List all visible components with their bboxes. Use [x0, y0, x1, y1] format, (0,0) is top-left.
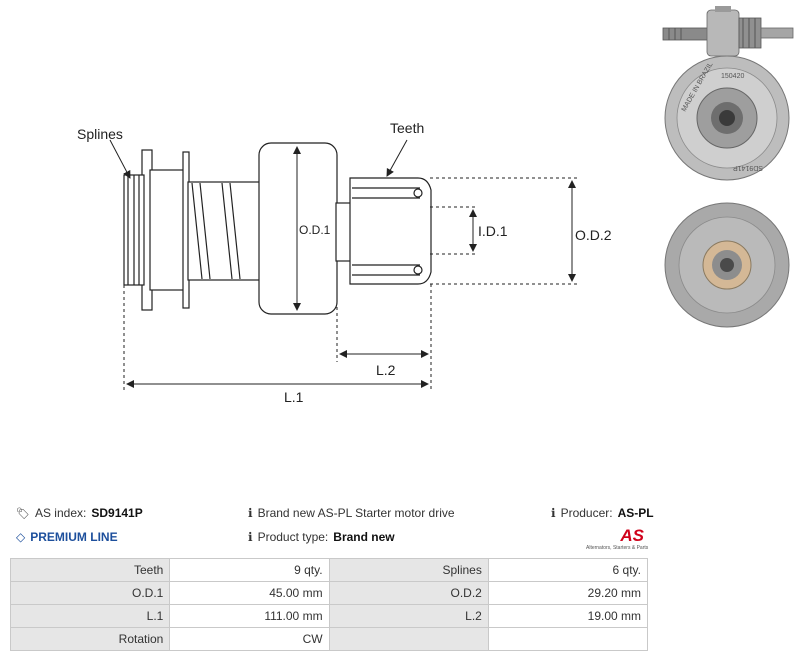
product-type-value: Brand new — [333, 530, 395, 544]
as-index-row: 🏷 AS index: SD9141P — [16, 506, 143, 520]
spec-value: 45.00 mm — [169, 581, 330, 605]
stamp-number: 150420 — [721, 73, 744, 80]
pinion-gear — [349, 177, 432, 285]
table-row: O.D.1 45.00 mm O.D.2 29.20 mm — [9, 581, 649, 605]
as-index-value: SD9141P — [91, 506, 143, 520]
side-view-photo — [662, 6, 794, 57]
rear-view-photo — [664, 202, 790, 328]
spec-value: 111.00 mm — [169, 604, 330, 628]
producer-label: Producer: — [560, 506, 613, 520]
premium-line-label: PREMIUM LINE — [30, 530, 118, 544]
front-view-photo: MADE IN BRAZIL 150420 SD9141P — [664, 55, 790, 181]
splines-leader — [109, 139, 131, 179]
product-type-label: Product type: — [257, 530, 329, 544]
spec-value: CW — [169, 627, 330, 651]
product-type-row: ℹ︎ Product type: Brand new — [248, 530, 395, 544]
label-id1: I.D.1 — [478, 223, 508, 239]
logo-tagline: Alternators, Starters & Parts — [586, 545, 649, 551]
spec-label: L.1 — [9, 604, 171, 628]
spec-label: Teeth — [9, 558, 171, 582]
spec-label: O.D.1 — [9, 581, 171, 605]
info-icon: ℹ︎ — [248, 506, 253, 520]
info-icon: ℹ︎ — [248, 530, 253, 544]
label-splines: Splines — [77, 126, 123, 142]
diamond-icon: ◇ — [16, 530, 26, 544]
spec-value: 9 qty. — [169, 558, 330, 582]
label-l2: L.2 — [376, 362, 396, 378]
label-od2: O.D.2 — [575, 227, 612, 243]
spec-table: Teeth 9 qty. Splines 6 qty. O.D.1 45.00 … — [9, 558, 649, 651]
spec-label: O.D.2 — [328, 581, 489, 605]
producer-value: AS-PL — [617, 506, 654, 520]
label-l1: L.1 — [284, 389, 304, 405]
description-row: ℹ︎ Brand new AS-PL Starter motor drive — [248, 506, 455, 520]
as-pl-logo: AS Alternators, Starters & Parts — [586, 526, 648, 552]
spec-value: 6 qty. — [487, 558, 649, 582]
table-row: L.1 111.00 mm L.2 19.00 mm — [9, 604, 649, 628]
premium-line-row: ◇ PREMIUM LINE — [16, 530, 118, 544]
logo-text: AS — [620, 526, 644, 545]
as-index-label: AS index: — [34, 506, 87, 520]
label-teeth: Teeth — [390, 120, 424, 136]
teeth-leader — [386, 139, 408, 177]
tag-icon: 🏷 — [16, 507, 30, 520]
spec-label: Rotation — [9, 627, 171, 651]
spec-value: 19.00 mm — [487, 604, 649, 628]
technical-drawing: Splines Teeth O.D.1 I.D.1 O.D.2 L.2 L.1 — [77, 120, 612, 405]
table-row: Rotation CW — [9, 627, 649, 651]
spec-label — [328, 627, 489, 651]
producer-row: ℹ︎ Producer: AS-PL — [551, 506, 654, 520]
product-description: Brand new AS-PL Starter motor drive — [257, 506, 455, 520]
info-icon: ℹ︎ — [551, 506, 556, 520]
stamp-part: SD9141P — [733, 164, 763, 171]
spec-label: L.2 — [328, 604, 489, 628]
spec-value: 29.20 mm — [487, 581, 649, 605]
table-row: Teeth 9 qty. Splines 6 qty. — [9, 558, 649, 582]
product-photos: MADE IN BRAZIL 150420 SD9141P — [662, 6, 794, 328]
label-od1: O.D.1 — [299, 223, 331, 237]
back-plate — [149, 169, 186, 291]
spec-value — [487, 627, 649, 651]
spec-label: Splines — [328, 558, 489, 582]
